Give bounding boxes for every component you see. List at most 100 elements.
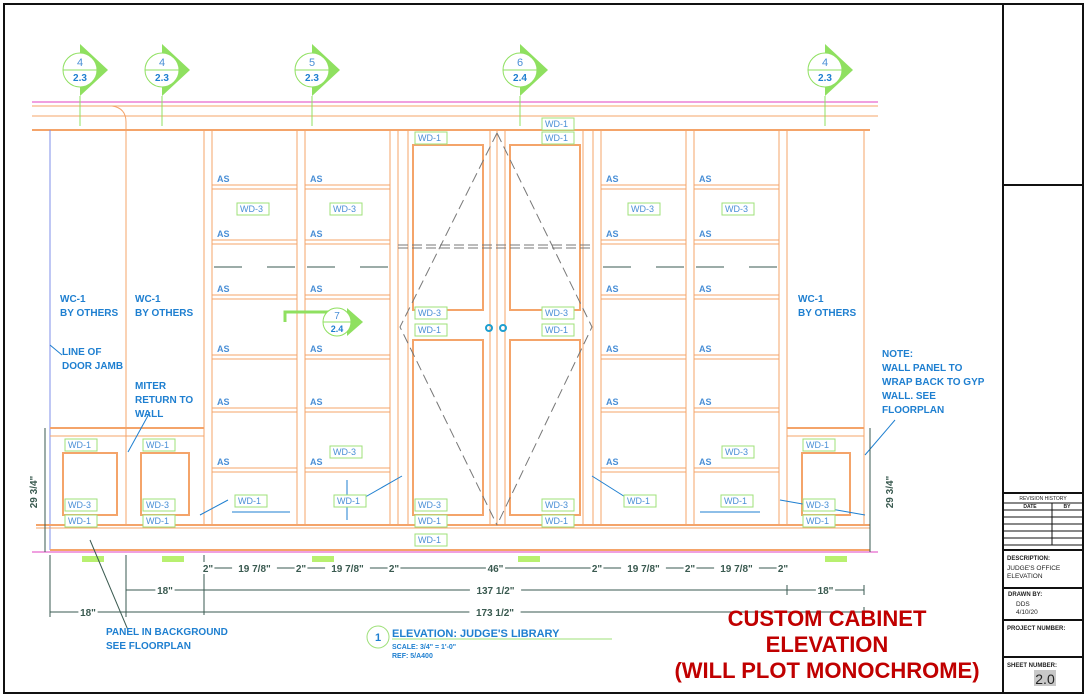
wd1-tag: WD-1 (418, 133, 441, 143)
sheet-number-label: SHEET NUMBER: (1007, 663, 1057, 669)
tag-box (142, 438, 176, 452)
note-wc-right-sub: BY OTHERS (798, 308, 856, 319)
wd1-tag: WD-1 (68, 440, 91, 450)
tag-box (721, 445, 755, 459)
section-bubble: 52.3 (294, 44, 340, 126)
note-title: NOTE: (882, 349, 913, 360)
dimension-label: 173 1/2" (476, 608, 514, 619)
dimension-label-bg (155, 584, 175, 596)
revision-grid (1003, 502, 1083, 546)
wd3-tag: WD-3 (545, 308, 568, 318)
dimension-label-bg (201, 562, 215, 574)
plot-note: CUSTOM CABINET ELEVATION (WILL PLOT MONO… (674, 606, 979, 683)
shelf-tag: AS (217, 284, 230, 294)
wd3-tag: WD-3 (68, 500, 91, 510)
shelf-tag: AS (699, 284, 712, 294)
dimension-label-bg (232, 562, 277, 574)
note-wc-mid: WC-1 (135, 294, 161, 305)
tag-box (329, 202, 363, 216)
wd1-tag: WD-1 (337, 496, 360, 506)
tag-box (64, 498, 98, 512)
dimension-label: 2" (685, 564, 696, 575)
shelf-tag: AS (606, 457, 619, 467)
note-miter-2: RETURN TO (135, 395, 193, 406)
shelf-tag: AS (217, 397, 230, 407)
shelf-tag: AS (310, 344, 323, 354)
floor-marker (518, 556, 540, 562)
dimension-label: 18" (80, 608, 96, 619)
dimension-label-bg (78, 606, 98, 618)
elevation-scale: SCALE: 3/4" = 1'-0" (392, 644, 456, 651)
dim-height-left: 29 3/4" (29, 475, 40, 508)
elevation-title-block: 1 ELEVATION: JUDGE'S LIBRARY SCALE: 3/4"… (366, 625, 612, 660)
note-line-3: WRAP BACK TO GYP (882, 377, 985, 388)
dimension-label-bg (387, 562, 401, 574)
wd1-tag: WD-1 (627, 496, 650, 506)
wd1-tag: WD-1 (545, 325, 568, 335)
shelf-tag: AS (310, 457, 323, 467)
wd3-tag: WD-3 (418, 500, 441, 510)
note-wc-right: WC-1 (798, 294, 824, 305)
dimension-label: 19 7/8" (331, 564, 364, 575)
note-wc-left-sub: BY OTHERS (60, 308, 118, 319)
tag-box (541, 306, 575, 320)
note-line-4: WALL. SEE (882, 391, 936, 402)
wd3-tag: WD-3 (146, 500, 169, 510)
section-bubble: 42.3 (807, 44, 853, 126)
elevation-number: 1 (375, 632, 381, 644)
tag-box (627, 202, 661, 216)
shelf-tag: AS (699, 174, 712, 184)
dimension-label-bg (590, 562, 604, 574)
dimension-label-bg (469, 584, 522, 596)
tag-box (541, 131, 575, 145)
shelf-tag: AS (217, 344, 230, 354)
tag-box (414, 498, 448, 512)
tag-box (414, 323, 448, 337)
wd3-tag: WD-3 (725, 204, 748, 214)
note-miter-3: WALL (135, 409, 163, 420)
title-block: REVISION HISTORY DATE BY DESCRIPTION: JU… (3, 3, 1084, 694)
description-line-2: ELEVATION (1007, 573, 1043, 580)
dimension-label-bg (325, 562, 370, 574)
tag-box (802, 438, 836, 452)
tag-box (541, 514, 575, 528)
shelf-tag: AS (699, 229, 712, 239)
tag-box (236, 202, 270, 216)
note-line-5: FLOORPLAN (882, 405, 944, 416)
wd1-tag: WD-1 (418, 535, 441, 545)
wd1-tag: WD-1 (806, 440, 829, 450)
door-knob (499, 324, 507, 332)
note-wc-left: WC-1 (60, 294, 86, 305)
leader-line (49, 344, 63, 356)
sheet-number-box (1034, 670, 1056, 686)
red-note-line-3: (WILL PLOT MONOCHROME) (674, 658, 979, 683)
leader-arrow (359, 475, 403, 501)
red-note-line-1: CUSTOM CABINET (728, 606, 927, 631)
elevation-title: ELEVATION: JUDGE'S LIBRARY (392, 628, 560, 640)
annotations: WC-1 BY OTHERS WC-1 BY OTHERS WC-1 BY OT… (60, 294, 985, 652)
tag-box (414, 514, 448, 528)
dimension-label: 2" (296, 564, 307, 575)
dimension-label: 19 7/8" (238, 564, 271, 575)
elevation-ref: REF: 5/A400 (392, 653, 433, 660)
note-wc-mid-sub: BY OTHERS (135, 308, 193, 319)
tag-box (142, 514, 176, 528)
wd1-tag: WD-1 (545, 516, 568, 526)
shelf-tag: AS (606, 229, 619, 239)
wd3-tag: WD-3 (545, 500, 568, 510)
dimension-label: 19 7/8" (720, 564, 753, 575)
wd1-tag: WD-1 (418, 325, 441, 335)
note-line-2: WALL PANEL TO (882, 363, 963, 374)
note-door-jamb-sub: DOOR JAMB (62, 361, 123, 372)
sheet-number: 2.0 (1035, 671, 1055, 687)
crown-return (111, 105, 127, 130)
section-bubble-sheet: 2.3 (818, 73, 832, 84)
dimension-label-bg (485, 562, 506, 574)
section-bubble-number: 4 (77, 57, 83, 69)
tag-box (414, 306, 448, 320)
dimension-label-bg (469, 606, 521, 618)
wd3-tag: WD-3 (631, 204, 654, 214)
tag-box (802, 514, 836, 528)
dimension-label-bg (621, 562, 666, 574)
